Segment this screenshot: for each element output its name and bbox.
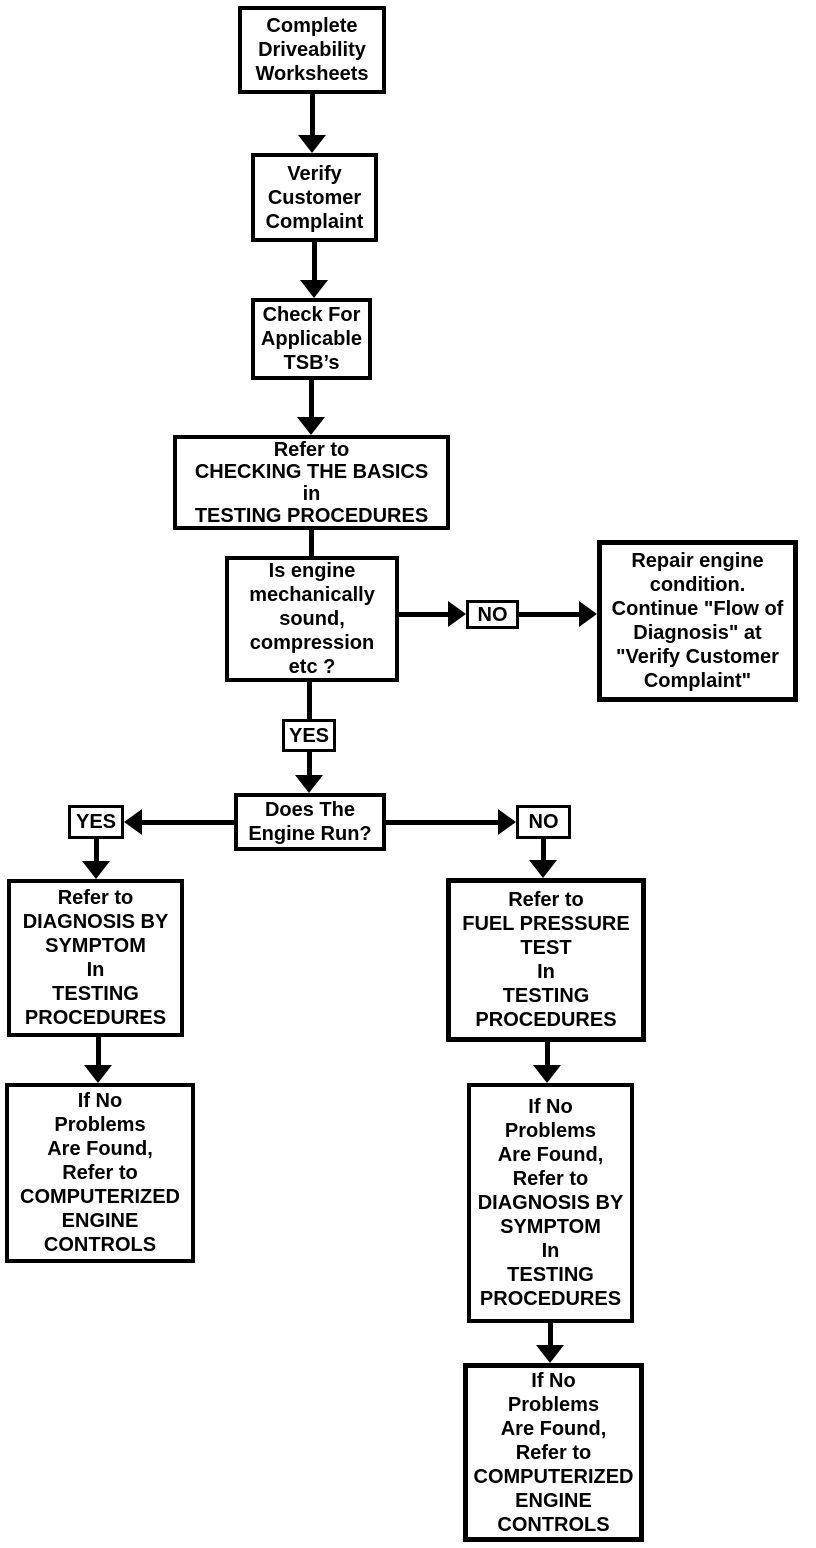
label-yes-engine-runs: YES (68, 805, 124, 839)
connector-no-to-repair-line (519, 612, 579, 617)
connector-engine-sound-to-no-line (399, 612, 448, 617)
connector-no-to-fuel-pressure-line (541, 839, 546, 861)
connector-basics-to-engine-sound-line (309, 530, 314, 556)
connector-engine-run-to-yes-line (142, 820, 234, 825)
connector-right-symptom-to-controls-line (548, 1323, 553, 1346)
node-if-no-problems-diagnosis-by-symptom: If No Problems Are Found, Refer to DIAGN… (467, 1083, 634, 1323)
connector-engine-run-to-yes-arrow-icon (124, 809, 142, 835)
connector-yes-to-engine-run-line (307, 752, 312, 776)
label-no-engine-does-not-run: NO (516, 805, 571, 839)
connector-fuel-to-right-symptom-line (545, 1042, 550, 1066)
connector-verify-to-tsb-line (312, 242, 317, 281)
connector-fuel-to-right-symptom-arrow-icon (533, 1065, 561, 1083)
node-refer-diagnosis-by-symptom: Refer to DIAGNOSIS BY SYMPTOM In TESTING… (7, 879, 184, 1037)
connector-verify-to-tsb-arrow-icon (300, 280, 328, 298)
label-no-engine-not-sound: NO (466, 600, 519, 629)
connector-no-to-fuel-pressure-arrow-icon (529, 860, 557, 878)
connector-left-symptom-to-controls-line (96, 1037, 101, 1066)
connector-worksheets-to-verify-arrow-icon (298, 135, 326, 153)
connector-tsb-to-basics-line (309, 380, 314, 418)
node-refer-checking-the-basics: Refer to CHECKING THE BASICS in TESTING … (173, 435, 450, 530)
node-verify-customer-complaint: Verify Customer Complaint (251, 153, 378, 242)
connector-tsb-to-basics-arrow-icon (297, 417, 325, 435)
connector-engine-sound-to-no-arrow-icon (448, 601, 466, 627)
connector-worksheets-to-verify-line (310, 94, 315, 136)
node-refer-fuel-pressure-test: Refer to FUEL PRESSURE TEST In TESTING P… (446, 878, 646, 1042)
connector-no-to-repair-arrow-icon (579, 601, 597, 627)
connector-yes-to-left-symptom-arrow-icon (82, 861, 110, 879)
node-check-for-applicable-tsbs: Check For Applicable TSB’s (251, 298, 372, 380)
label-yes-engine-sound: YES (282, 719, 336, 752)
connector-left-symptom-to-controls-arrow-icon (84, 1065, 112, 1083)
node-if-no-problems-computerized-engine-controls-right: If No Problems Are Found, Refer to COMPU… (463, 1363, 644, 1542)
connector-right-symptom-to-controls-arrow-icon (536, 1345, 564, 1363)
node-repair-engine-condition: Repair engine condition. Continue "Flow … (597, 540, 798, 702)
connector-yes-to-left-symptom-line (94, 839, 99, 862)
connector-yes-to-engine-run-arrow-icon (295, 775, 323, 793)
node-complete-driveability-worksheets: Complete Driveability Worksheets (238, 6, 386, 94)
connector-engine-run-to-no-line (386, 820, 498, 825)
node-is-engine-mechanically-sound: Is engine mechanically sound, compressio… (225, 556, 399, 682)
connector-engine-sound-to-yes-line (307, 682, 312, 719)
connector-engine-run-to-no-arrow-icon (498, 809, 516, 835)
node-if-no-problems-computerized-engine-controls-left: If No Problems Are Found, Refer to COMPU… (5, 1083, 195, 1263)
node-does-the-engine-run: Does The Engine Run? (234, 793, 386, 851)
